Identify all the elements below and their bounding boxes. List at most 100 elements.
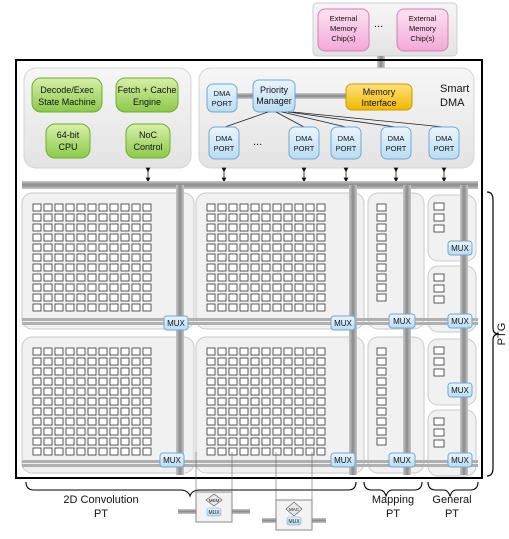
mac-cell [305, 213, 315, 222]
mac-cell [206, 377, 216, 386]
mac-cell [76, 407, 86, 416]
mac-cell [54, 223, 64, 232]
mac-cell [228, 263, 238, 272]
mac-cell [228, 357, 238, 366]
general-pt-cells-0 [433, 202, 445, 233]
mac-cell [109, 293, 119, 302]
mac-cell [87, 203, 97, 212]
mac-cell [131, 407, 141, 416]
mac-cell [142, 407, 152, 416]
svg-text:MUX: MUX [393, 317, 411, 326]
svg-text:MUX: MUX [393, 456, 411, 465]
mac-cell [239, 233, 249, 242]
mac-cell [376, 377, 387, 386]
mac-cell [283, 347, 293, 356]
mac-cell [65, 213, 75, 222]
mac-cell [316, 347, 326, 356]
mac-cell [76, 273, 86, 282]
mac-cell [206, 427, 216, 436]
svg-text:MAC: MAC [289, 507, 300, 512]
mac-cell [54, 447, 64, 456]
svg-text:Priority: Priority [260, 85, 289, 95]
mac-cell [261, 253, 271, 262]
mac-cell [43, 203, 53, 212]
mac-cell [142, 377, 152, 386]
mac-cell [294, 263, 304, 272]
mac-cell [65, 263, 75, 272]
mac-cell [250, 203, 260, 212]
mac-cell [109, 243, 119, 252]
mac-cell [217, 417, 227, 426]
mac-cell [283, 303, 293, 312]
mac-cell [54, 253, 64, 262]
mac-cell [272, 303, 282, 312]
mapping-pt-cells-1 [376, 347, 387, 446]
dma-port-3: DMA PORT [330, 126, 362, 160]
mac-cell [76, 397, 86, 406]
mac-cell [433, 213, 445, 222]
mac-cell [142, 387, 152, 396]
mac-cell [131, 397, 141, 406]
mac-cell [316, 377, 326, 386]
mac-cell [305, 273, 315, 282]
mac-cell [98, 293, 108, 302]
mac-cell [76, 303, 86, 312]
mac-cell [109, 417, 119, 426]
mac-cell [376, 397, 387, 406]
mac-cell [32, 213, 42, 222]
mac-cell [43, 437, 53, 446]
mac-cell [272, 253, 282, 262]
mac-cell [76, 387, 86, 396]
mac-cell [32, 283, 42, 292]
mac-cell [283, 447, 293, 456]
mac-cell [120, 293, 130, 302]
mac-cell [294, 347, 304, 356]
mac-cell [261, 437, 271, 446]
mac-cell [87, 387, 97, 396]
mac-cell [272, 283, 282, 292]
decode-exec-state-machine: Decode/Exec State Machine [31, 77, 103, 113]
mux-general-3: MUX [447, 452, 473, 468]
dma-port-5: DMA PORT [428, 126, 460, 160]
mac-cell [131, 427, 141, 436]
mac-cell [294, 447, 304, 456]
mac-cell [206, 367, 216, 376]
mac-cell [142, 347, 152, 356]
mac-cell [316, 233, 326, 242]
mac-cell [239, 367, 249, 376]
mac-cell [32, 203, 42, 212]
mac-cell [228, 283, 238, 292]
mac-cell [206, 203, 216, 212]
mac-cell [76, 367, 86, 376]
mac-cell [305, 283, 315, 292]
mac-cell [76, 347, 86, 356]
svg-text:DMA: DMA [216, 134, 233, 143]
svg-text:Fetch + Cache: Fetch + Cache [118, 85, 177, 95]
mac-cell [228, 387, 238, 396]
mac-cell [65, 347, 75, 356]
mac-cell [294, 273, 304, 282]
mac-cell [376, 213, 387, 222]
mac-cell [98, 427, 108, 436]
mac-cell [228, 417, 238, 426]
mac-cell [98, 213, 108, 222]
mac-cell [43, 293, 53, 302]
mac-cell [272, 437, 282, 446]
mac-cell [217, 233, 227, 242]
mac-cell [228, 347, 238, 356]
mac-cell [109, 303, 119, 312]
mac-cell [239, 447, 249, 456]
mac-cell [316, 223, 326, 232]
svg-text:External: External [330, 14, 358, 23]
mac-cell [43, 303, 53, 312]
mac-cell [142, 263, 152, 272]
mac-cell [142, 233, 152, 242]
vertical-bus-2 [403, 185, 411, 475]
mac-cell [272, 347, 282, 356]
mac-cell [43, 243, 53, 252]
mac-cell [206, 243, 216, 252]
mac-cell [272, 397, 282, 406]
mac-cell [217, 273, 227, 282]
mac-cell [217, 407, 227, 416]
mac-cell [305, 397, 315, 406]
